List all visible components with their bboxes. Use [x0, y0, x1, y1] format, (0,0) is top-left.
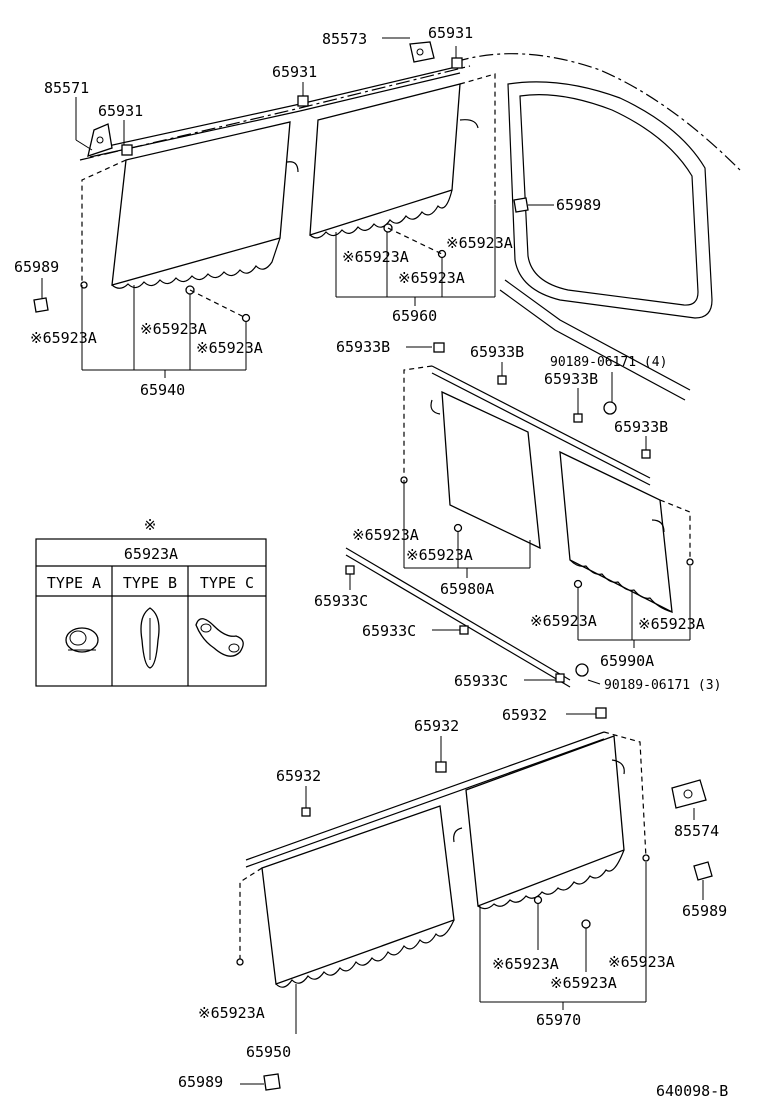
label-65923A-b1: ※65923A	[492, 955, 559, 973]
legend-part: 65923A	[124, 545, 178, 563]
type-a-clip-icon	[65, 627, 99, 653]
screw-90189-3	[575, 663, 589, 677]
part-labels: 85573 65931 65931 85571 65931 65989 6598…	[14, 24, 728, 1100]
label-65960: 65960	[392, 307, 437, 325]
type-c-clip-icon	[195, 618, 244, 657]
blind-65940	[81, 103, 301, 289]
label-65989-b1: 65989	[682, 902, 727, 920]
label-65923A-m3: ※65923A	[530, 612, 597, 630]
label-65923A-u1: ※65923A	[446, 234, 513, 252]
label-65932-2: 65932	[414, 717, 459, 735]
label-65923A-m1: ※65923A	[352, 526, 419, 544]
blind-65960	[286, 65, 496, 239]
label-65933B-2: 65933B	[470, 343, 524, 361]
label-65933B-4: 65933B	[614, 418, 668, 436]
label-65970: 65970	[536, 1011, 581, 1029]
blind-65950	[239, 731, 605, 988]
clip-65931-left	[121, 144, 133, 156]
screw-90189-4	[603, 401, 617, 415]
label-65989-left: 65989	[14, 258, 59, 276]
label-65923A-b3: ※65923A	[550, 974, 617, 992]
label-65932-3: 65932	[276, 767, 321, 785]
label-65989-right: 65989	[556, 196, 601, 214]
type-b-clip-icon	[140, 607, 160, 669]
label-65933B-3: 65933B	[544, 370, 598, 388]
label-65931-top: 65931	[428, 24, 473, 42]
legend-type-b: TYPE B	[123, 574, 177, 592]
label-65923A-l2: ※65923A	[30, 329, 97, 347]
clip-65989-right	[513, 197, 529, 213]
rail-65933C	[345, 547, 571, 688]
label-65923A-b4: ※65923A	[198, 1004, 265, 1022]
label-65923A-u2: ※65923A	[342, 248, 409, 266]
legend-type-c: TYPE C	[200, 574, 254, 592]
label-65923A-b2: ※65923A	[608, 953, 675, 971]
label-90189-3: 90189-06171 (3)	[604, 678, 721, 693]
label-65923A-u3: ※65923A	[398, 269, 465, 287]
label-65923A-l1: ※65923A	[140, 320, 207, 338]
label-65932-1: 65932	[502, 706, 547, 724]
label-65923A-l3: ※65923A	[196, 339, 263, 357]
legend-type-a: TYPE A	[47, 574, 101, 592]
clip-85571	[87, 123, 113, 157]
blind-65980A-65990A	[403, 365, 691, 614]
fasteners-upper	[80, 223, 447, 323]
clip-65989-left	[33, 297, 49, 313]
label-65931-mid: 65931	[272, 63, 317, 81]
legend-mark: ※	[144, 516, 157, 534]
label-65950: 65950	[246, 1043, 291, 1061]
blind-65970	[453, 731, 647, 910]
label-85573: 85573	[322, 30, 367, 48]
clip-65931-top	[451, 57, 463, 69]
label-85571: 85571	[44, 79, 89, 97]
clip-85573	[409, 41, 435, 63]
label-65923A-m2: ※65923A	[406, 546, 473, 564]
clip-65931-mid	[297, 95, 309, 107]
label-65923A-m4: ※65923A	[638, 615, 705, 633]
label-65989-b2: 65989	[178, 1073, 223, 1091]
label-65940: 65940	[140, 381, 185, 399]
clip-65989-b1	[693, 861, 713, 881]
legend-65923A: ※ 65923A TYPE A TYPE B TYPE C	[35, 516, 267, 687]
leader-lines	[41, 37, 704, 1085]
label-65933B-1: 65933B	[336, 338, 390, 356]
clip-85574	[671, 779, 707, 809]
label-65931-left: 65931	[98, 102, 143, 120]
label-90189-4: 90189-06171 (4)	[550, 355, 667, 370]
label-65933C-3: 65933C	[454, 672, 508, 690]
label-85574: 85574	[674, 822, 719, 840]
label-65980A: 65980A	[440, 580, 494, 598]
label-65933C-1: 65933C	[314, 592, 368, 610]
label-65990A: 65990A	[600, 652, 654, 670]
label-65933C-2: 65933C	[362, 622, 416, 640]
clip-65989-b2	[263, 1073, 281, 1091]
drawing-code: 640098-B	[656, 1082, 728, 1100]
